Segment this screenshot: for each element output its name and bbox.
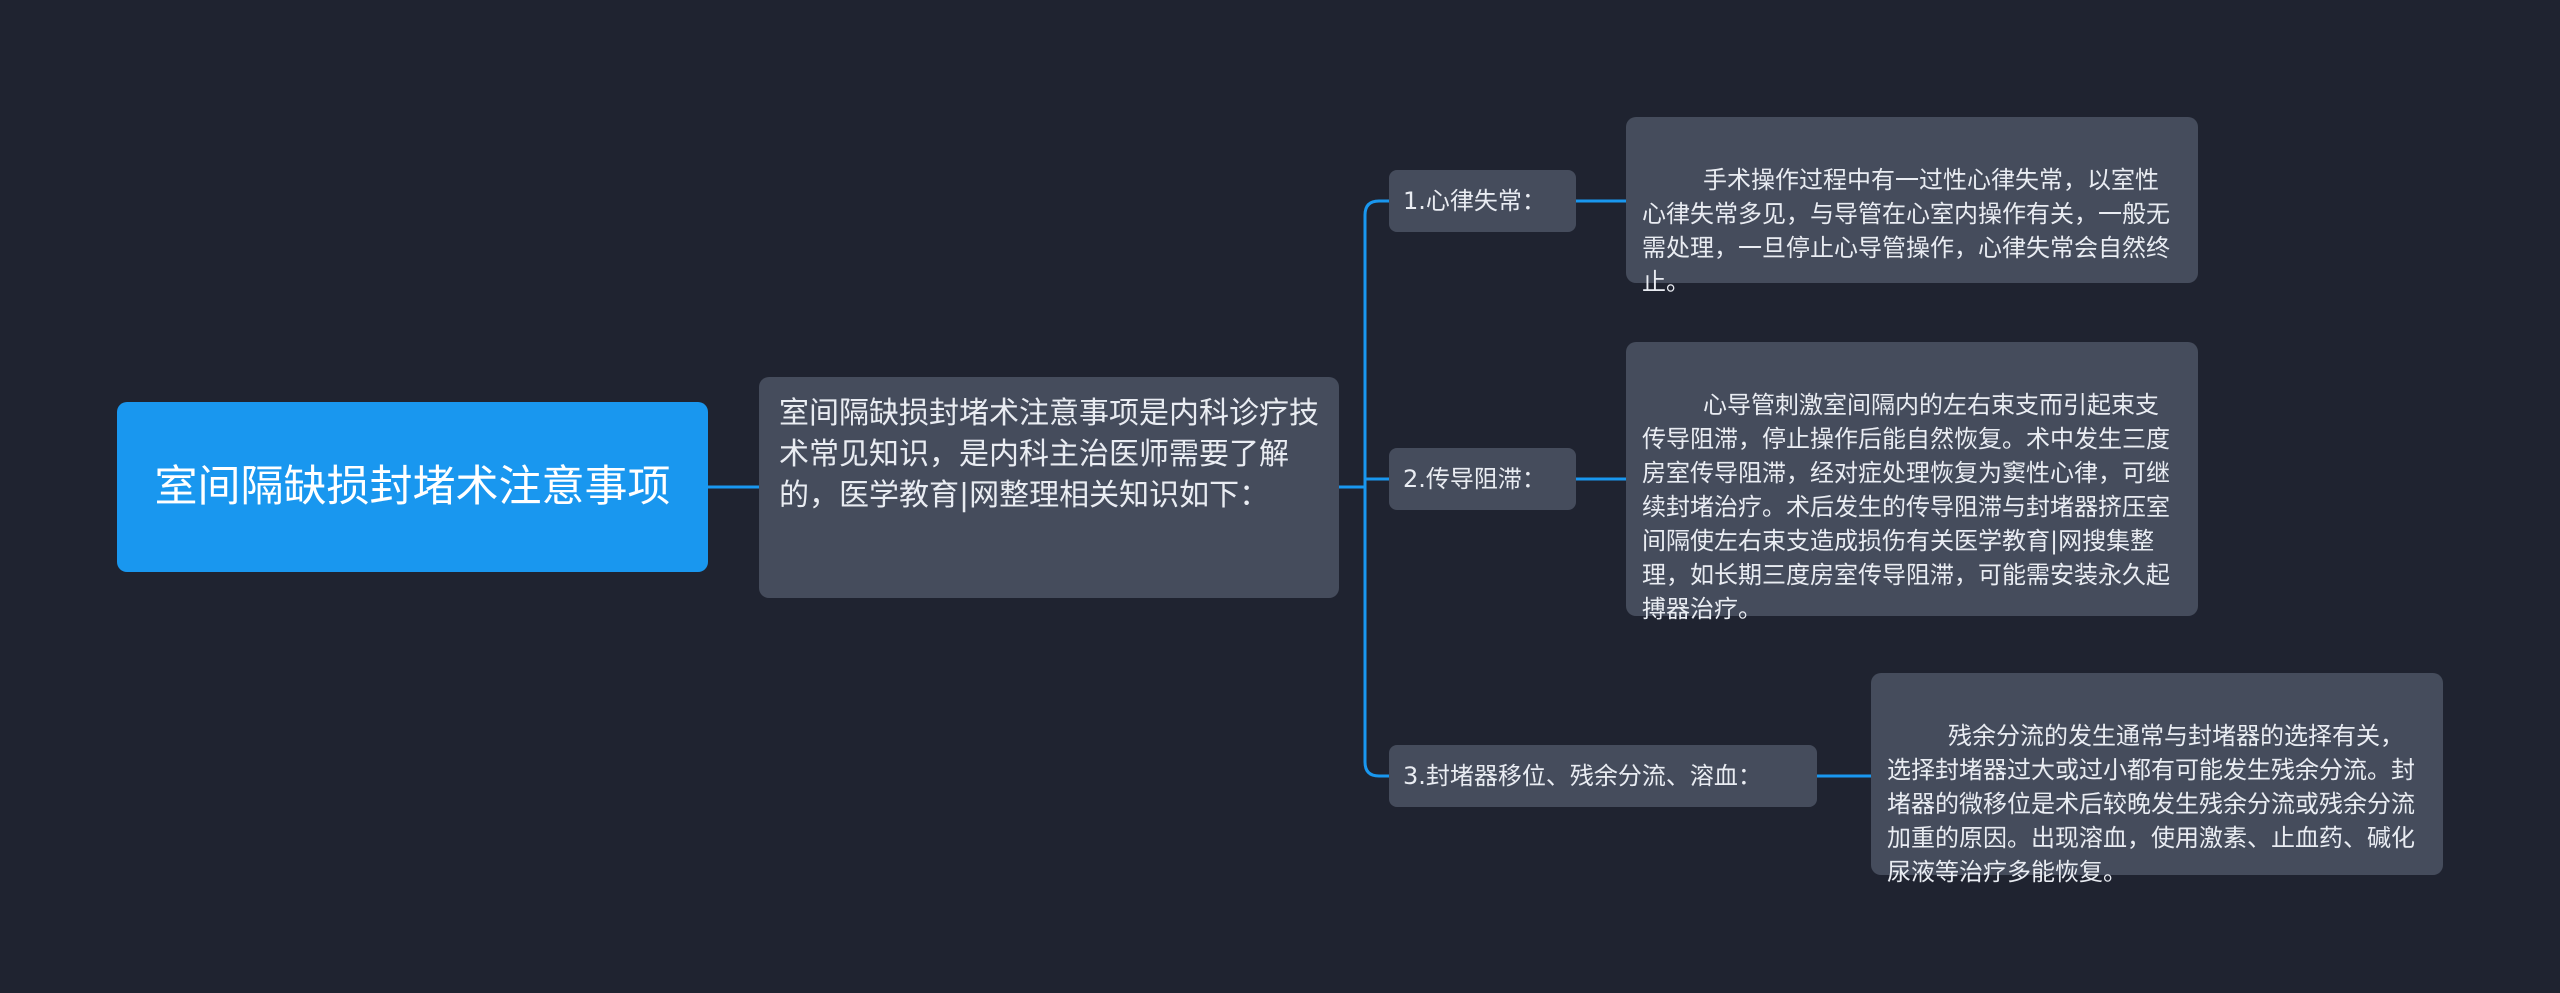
detail-node-conduction-block[interactable]: 心导管刺激室间隔内的左右束支而引起束支传导阻滞，停止操作后能自然恢复。术中发生三…: [1626, 342, 2198, 623]
connector-trunk-branch-1: [1363, 199, 1389, 487]
branch-node-label: 1.心律失常：: [1403, 187, 1546, 215]
branch-node-arrhythmia[interactable]: 1.心律失常：: [1389, 170, 1576, 232]
summary-node-text: 室间隔缺损封堵术注意事项是内科诊疗技术常见知识，是内科主治医师需要了解的，医学教…: [779, 396, 1319, 513]
detail-node-text: 残余分流的发生通常与封堵器的选择有关，选择封堵器过大或过小都有可能发生残余分流。…: [1887, 722, 2415, 886]
detail-node-arrhythmia[interactable]: 手术操作过程中有一过性心律失常，以室性心律失常多见，与导管在心室内操作有关，一般…: [1626, 117, 2198, 296]
branch-node-label: 3.封堵器移位、残余分流、溶血：: [1403, 762, 1762, 790]
connector-trunk-branch-2: [1363, 477, 1389, 487]
root-node[interactable]: 室间隔缺损封堵术注意事项: [117, 402, 708, 572]
detail-node-text: 心导管刺激室间隔内的左右束支而引起束支传导阻滞，停止操作后能自然恢复。术中发生三…: [1642, 391, 2170, 623]
branch-node-conduction-block[interactable]: 2.传导阻滞：: [1389, 448, 1576, 510]
branch-node-occluder-displacement[interactable]: 3.封堵器移位、残余分流、溶血：: [1389, 745, 1817, 807]
detail-node-text: 手术操作过程中有一过性心律失常，以室性心律失常多见，与导管在心室内操作有关，一般…: [1642, 166, 2170, 296]
summary-node[interactable]: 室间隔缺损封堵术注意事项是内科诊疗技术常见知识，是内科主治医师需要了解的，医学教…: [759, 377, 1339, 598]
connector-trunk-branch-3: [1363, 487, 1389, 778]
branch-node-label: 2.传导阻滞：: [1403, 465, 1546, 493]
detail-node-occluder-displacement[interactable]: 残余分流的发生通常与封堵器的选择有关，选择封堵器过大或过小都有可能发生残余分流。…: [1871, 673, 2443, 886]
root-node-label: 室间隔缺损封堵术注意事项: [154, 462, 671, 512]
